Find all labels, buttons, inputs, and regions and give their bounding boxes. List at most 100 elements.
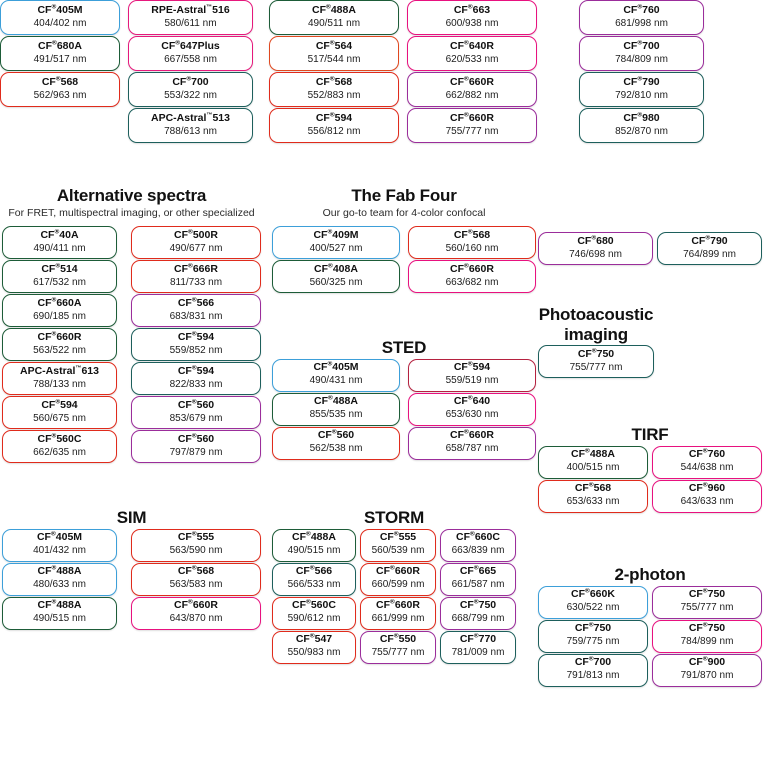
dye-name: CF®409M bbox=[313, 228, 359, 242]
dye-spectra: 661/587 nm bbox=[451, 579, 505, 591]
dye-spectra: 683/831 nm bbox=[169, 310, 223, 322]
dye-name: CF®750 bbox=[688, 621, 726, 635]
group-title: Alternative spectra bbox=[56, 186, 207, 205]
dye-name: CF®790 bbox=[623, 75, 660, 88]
dye-name: CF®700 bbox=[623, 39, 660, 52]
dye-name: APC-Astral™613 bbox=[20, 365, 99, 378]
group-title: SIM bbox=[116, 508, 147, 527]
dye-spectra: 552/883 nm bbox=[307, 89, 361, 101]
dye-name: CF®488A bbox=[571, 447, 615, 461]
dye-name: CF®555 bbox=[177, 530, 215, 544]
dye-name: CF®960 bbox=[688, 481, 726, 495]
dye-spectra: 617/532 nm bbox=[33, 276, 86, 288]
dye-spectra: 517/544 nm bbox=[307, 53, 361, 65]
dye-name: CF®660R bbox=[450, 262, 494, 276]
dye-name: CF®700 bbox=[172, 75, 209, 88]
dye-spectra: 643/633 nm bbox=[680, 496, 734, 508]
dye-name: CF®514 bbox=[41, 262, 78, 276]
dye-name: CF®660C bbox=[456, 530, 500, 544]
group-title: 2-photon bbox=[614, 565, 686, 584]
dye-spectra: 822/833 nm bbox=[169, 378, 223, 390]
dye-name: CF®594 bbox=[41, 398, 78, 412]
dye-name: CF®566 bbox=[295, 564, 333, 578]
